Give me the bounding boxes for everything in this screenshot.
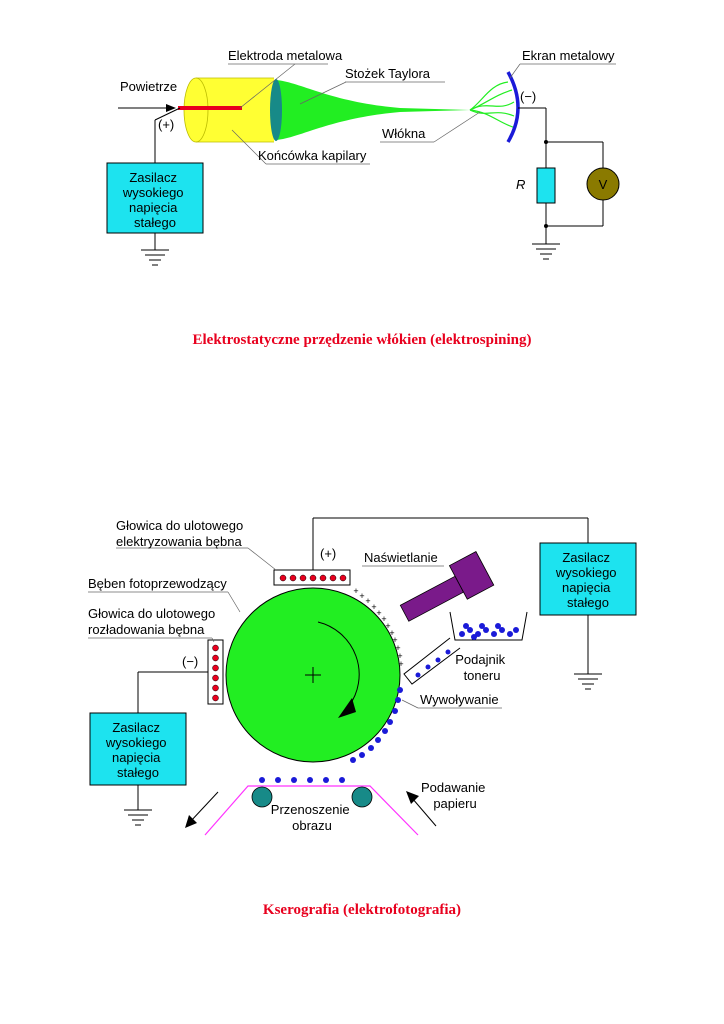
svg-text:+: + [359,591,364,601]
charge-head-dots [279,574,347,582]
label-plus-1: (+) [158,117,174,132]
svg-text:+: + [389,628,394,638]
discharge-head-dots [212,644,219,702]
capillary-tip-ring [270,79,282,141]
label-paper-feed: Podawanie papieru [421,780,489,811]
label-charge-head: Głowica do ulotowego elektryzowania bębn… [116,518,247,549]
label-metal-electrode: Elektroda metalowa [228,48,343,63]
air-arrow-icon [166,104,176,112]
transfer-roller-right [351,786,373,808]
label-plus-2: (+) [320,546,336,561]
label-fibers: Włókna [382,126,426,141]
svg-text:+: + [392,635,397,645]
svg-text:+: + [398,659,403,669]
metal-screen [506,71,520,143]
label-toner-feeder: Podajnik toneru [455,652,509,683]
ground-icon [141,233,169,266]
exposure-lamp [399,551,495,622]
paper-out-arrow-icon [185,815,197,828]
electrospinning-diagram: Zasilacz wysokiego napięcia stałego [106,48,620,348]
label-drum: Bęben fotoprzewodzący [88,576,227,591]
label-resistor: R [516,177,525,192]
toner-particles [459,623,519,640]
label-exposure: Naświetlanie [364,550,438,565]
label-metal-screen: Ekran metalowy [522,48,615,63]
fibers [469,81,517,129]
toner-chute [403,637,461,685]
svg-text:+: + [397,651,402,661]
developed-toner-on-drum [350,687,403,763]
taylor-cone [276,80,470,140]
power-supply-text-1: Zasilacz wysokiego napięcia stałego [122,170,187,230]
label-discharge-head: Głowica do ulotowego rozładowania bębna [88,606,219,637]
power-supply-box-left [89,712,187,786]
label-capillary-tip: Końcówka kapilary [258,148,367,163]
svg-text:+: + [371,602,376,612]
svg-text:+: + [376,608,381,618]
paper-in-arrow-icon [406,791,419,804]
svg-text:+: + [395,643,400,653]
svg-text:+: + [353,586,358,596]
power-supply-text-left: Zasilacz wysokiego napięcia stałego [105,720,170,780]
power-supply-text-right: Zasilacz wysokiego napięcia stałego [555,550,620,610]
label-development: Wywoływanie [420,692,499,707]
rotation-arrow-icon [338,698,356,718]
ground-icon [574,673,602,690]
drum-charge-plus-signs: +++ +++ +++ +++ [353,586,403,669]
transferred-toner [259,777,345,783]
label-voltmeter: V [599,177,608,192]
metal-electrode [178,106,242,110]
title-electrospinning: Elektrostatyczne przędzenie włókien (ele… [193,332,532,348]
ground-icon [532,243,560,260]
label-transfer: Przenoszenie obrazu [271,802,353,833]
svg-text:+: + [365,596,370,606]
transfer-roller-left [251,786,273,808]
svg-text:+: + [385,621,390,631]
title-xerography: Kserografia (elektrofotografia) [263,902,461,918]
rotation-arrow [317,621,360,707]
resistor [536,167,556,204]
ground-icon [124,809,152,826]
drum-center-cross [305,667,321,683]
label-taylor-cone: Stożek Taylora [345,66,431,81]
label-air: Powietrze [120,79,177,94]
svg-text:+: + [381,614,386,624]
label-minus-1: (−) [520,89,536,104]
label-minus-2: (−) [182,654,198,669]
power-supply-box-right [539,542,637,616]
xerography-diagram: Zasilacz wysokiego napięcia stałego [88,517,637,918]
chute-toner-particles [415,649,451,678]
paper-path [204,785,419,836]
